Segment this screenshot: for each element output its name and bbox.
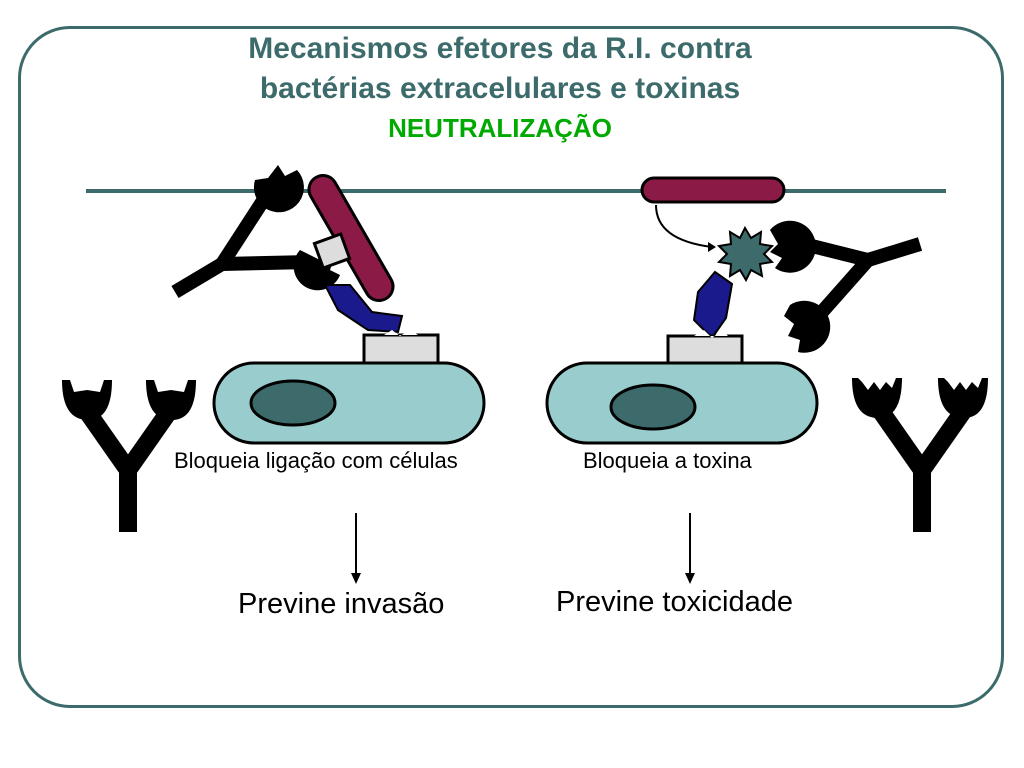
antibody-icon-right-bound (770, 220, 923, 353)
arrow-icon-curved (655, 204, 713, 248)
result-left: Previne invasão (238, 588, 445, 620)
toxin-bar-right (640, 176, 786, 204)
result-right: Previne toxicidade (556, 586, 793, 618)
nucleus-right (609, 383, 697, 431)
toxin-icon-star (716, 225, 775, 283)
receptor-icon-right (666, 334, 744, 366)
blue-protein-right (692, 270, 734, 340)
caption-left: Bloqueia ligação com células (174, 448, 458, 473)
blue-protein-left (323, 284, 404, 334)
antibody-icon-left-free (62, 380, 196, 532)
caption-right: Bloqueia a toxina (583, 448, 752, 473)
title-line-1: Mecanismos efetores da R.I. contra (248, 32, 752, 65)
slide-frame (18, 26, 1004, 708)
nucleus-left (249, 379, 337, 427)
receptor-icon-left (362, 333, 440, 367)
title-line-2: bactérias extracelulares e toxinas (259, 72, 741, 105)
antibody-icon-right-free (852, 378, 988, 532)
receptor-icon-bound (312, 232, 352, 270)
subtitle: NEUTRALIZAÇÃO (388, 113, 612, 143)
